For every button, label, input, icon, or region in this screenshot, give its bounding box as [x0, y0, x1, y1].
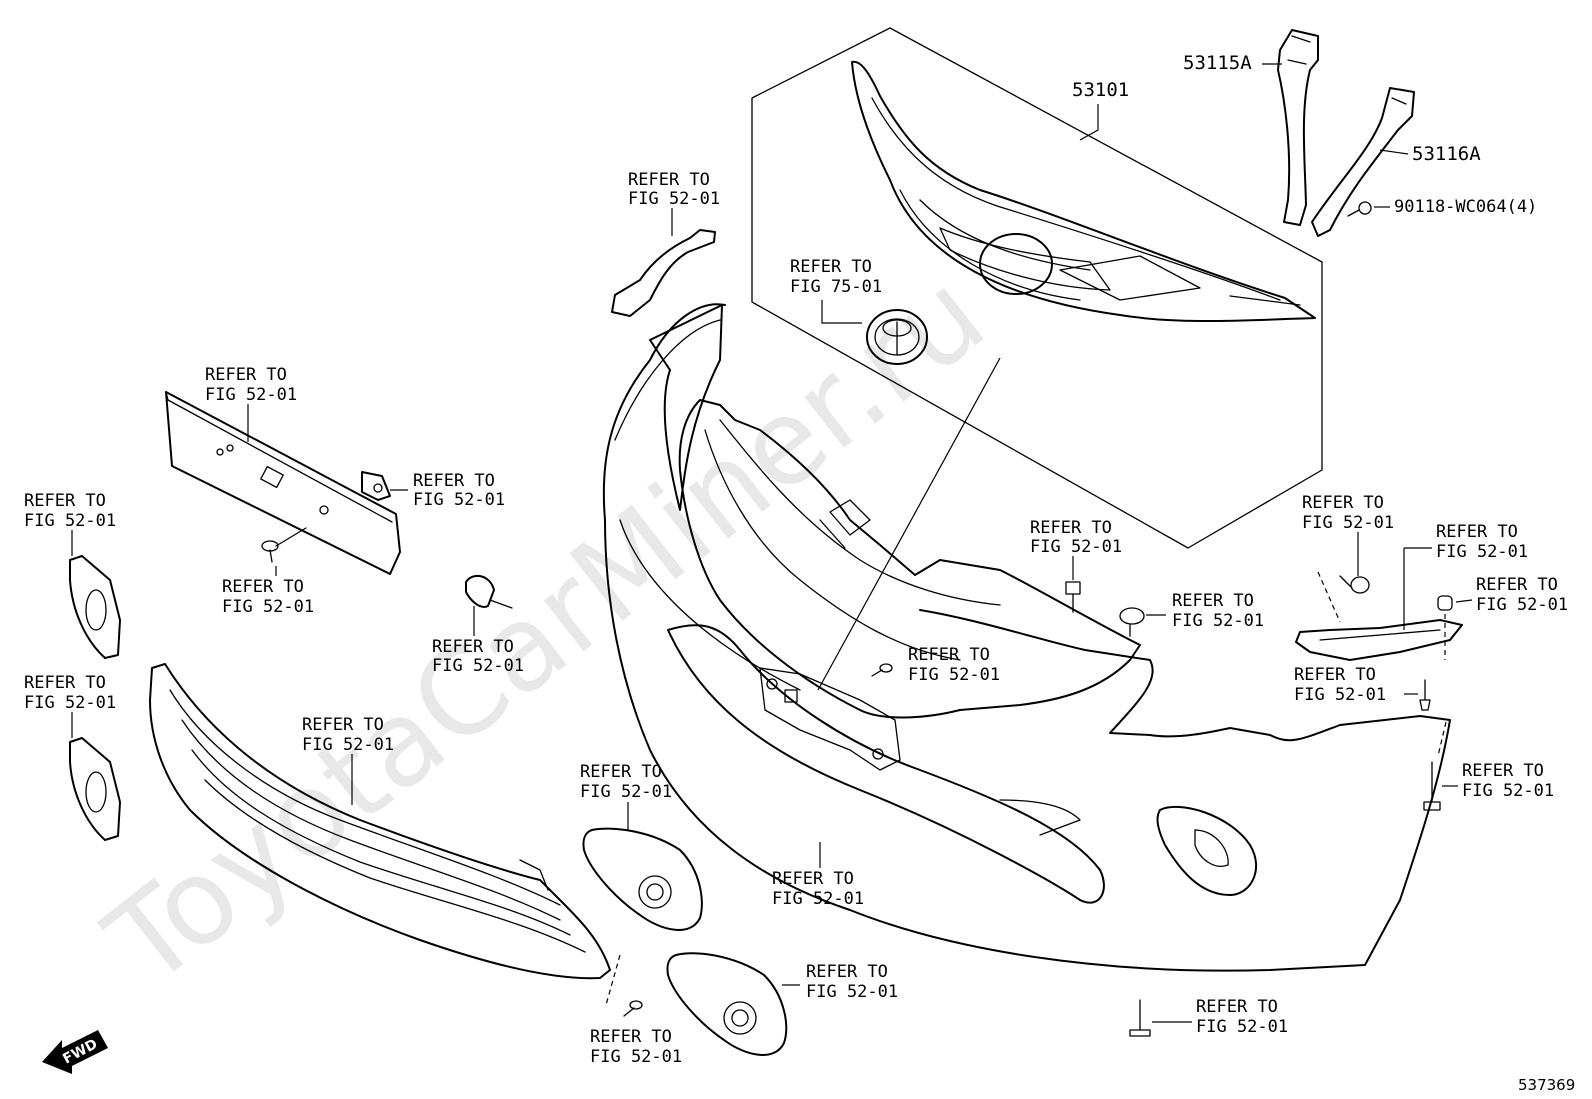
refer-label-11a: REFER TO	[806, 962, 888, 982]
refer-label-9a: REFER TO	[590, 1027, 672, 1047]
refer-label-17a: REFER TO	[1436, 522, 1518, 542]
lower-grille	[149, 663, 611, 980]
refer-label-6b: FIG 52-01	[24, 511, 116, 531]
screw-90118	[1347, 201, 1372, 217]
brace-53116a	[1311, 87, 1415, 237]
refer-label-21a: REFER TO	[1196, 997, 1278, 1017]
bolt-bottom	[1129, 999, 1151, 1037]
refer-label-14b: FIG 52-01	[1172, 611, 1264, 631]
bumper-side-retainer-right	[1295, 619, 1463, 661]
refer-label-19b: FIG 52-01	[1294, 685, 1386, 705]
refer-label-8a: REFER TO	[302, 715, 384, 735]
license-screw	[261, 527, 307, 563]
grille-screw	[623, 1000, 643, 1017]
fender-bracket-upper-left	[611, 229, 716, 317]
small-cap	[465, 574, 513, 609]
refer-label-19a: REFER TO	[1294, 665, 1376, 685]
screw-right-mid	[1419, 679, 1431, 711]
refer-label-1a: REFER TO	[628, 170, 710, 190]
refer-label-7b: FIG 52-01	[24, 693, 116, 713]
fog-bezel-right-front	[582, 827, 703, 931]
refer-label-10a: REFER TO	[580, 762, 662, 782]
refer-label-13b: FIG 52-01	[1030, 537, 1122, 557]
refer-label-14a: REFER TO	[1172, 591, 1254, 611]
refer-label-21b: FIG 52-01	[1196, 1017, 1288, 1037]
emblem-refer-label-1: REFER TO	[790, 257, 872, 277]
refer-label-18b: FIG 52-01	[1476, 595, 1568, 615]
refer-label-3b: FIG 52-01	[222, 597, 314, 617]
clip-right	[1437, 595, 1453, 611]
clip-center	[1119, 607, 1145, 637]
part-number-90118: 90118-WC064(4)	[1394, 197, 1537, 217]
part-number-53101: 53101	[1072, 79, 1129, 101]
refer-label-16a: REFER TO	[1302, 493, 1384, 513]
refer-label-2a: REFER TO	[205, 365, 287, 385]
plate-clip	[361, 471, 391, 501]
refer-label-12b: FIG 52-01	[772, 889, 864, 909]
refer-label-3a: REFER TO	[222, 577, 304, 597]
refer-label-9b: FIG 52-01	[590, 1047, 682, 1067]
fog-bezel-left-upper	[69, 555, 121, 659]
figure-number: 537369	[1518, 1076, 1575, 1094]
refer-label-8b: FIG 52-01	[302, 735, 394, 755]
license-plate-bracket	[165, 391, 401, 575]
refer-label-5b: FIG 52-01	[432, 656, 524, 676]
refer-label-18a: REFER TO	[1476, 575, 1558, 595]
refer-label-16b: FIG 52-01	[1302, 513, 1394, 533]
refer-label-10b: FIG 52-01	[580, 782, 672, 802]
refer-label-17b: FIG 52-01	[1436, 542, 1528, 562]
refer-label-7a: REFER TO	[24, 673, 106, 693]
fwd-arrow: FWD	[42, 1030, 108, 1074]
fog-bezel-left-front	[666, 952, 788, 1056]
refer-label-5a: REFER TO	[432, 637, 514, 657]
toyota-emblem	[866, 309, 928, 365]
brace-53115a	[1277, 29, 1319, 226]
refer-label-6a: REFER TO	[24, 491, 106, 511]
refer-label-20b: FIG 52-01	[1462, 781, 1554, 801]
part-number-53116a: 53116A	[1412, 143, 1481, 165]
refer-label-15b: FIG 52-01	[908, 665, 1000, 685]
bumper-upper-retainer	[678, 399, 1141, 719]
front-bumper-cover	[602, 303, 1451, 972]
bolt-right-upper	[1339, 575, 1370, 594]
emblem-refer-label-2: FIG 75-01	[790, 277, 882, 297]
refer-label-20a: REFER TO	[1462, 761, 1544, 781]
bumper-license-mount	[759, 667, 901, 771]
fog-bezel-left-lower	[69, 737, 121, 841]
refer-label-12a: REFER TO	[772, 869, 854, 889]
refer-label-1b: FIG 52-01	[628, 189, 720, 209]
screw-center	[871, 663, 893, 677]
part-number-53115a: 53115A	[1183, 52, 1252, 74]
refer-label-11b: FIG 52-01	[806, 982, 898, 1002]
refer-label-4a: REFER TO	[413, 471, 495, 491]
bolt-right-lower	[1423, 761, 1441, 811]
refer-label-4b: FIG 52-01	[413, 490, 505, 510]
refer-label-13a: REFER TO	[1030, 518, 1112, 538]
refer-label-15a: REFER TO	[908, 645, 990, 665]
bolt-center	[1065, 581, 1081, 613]
grille-assembly-box	[751, 27, 1323, 549]
refer-label-2b: FIG 52-01	[205, 385, 297, 405]
